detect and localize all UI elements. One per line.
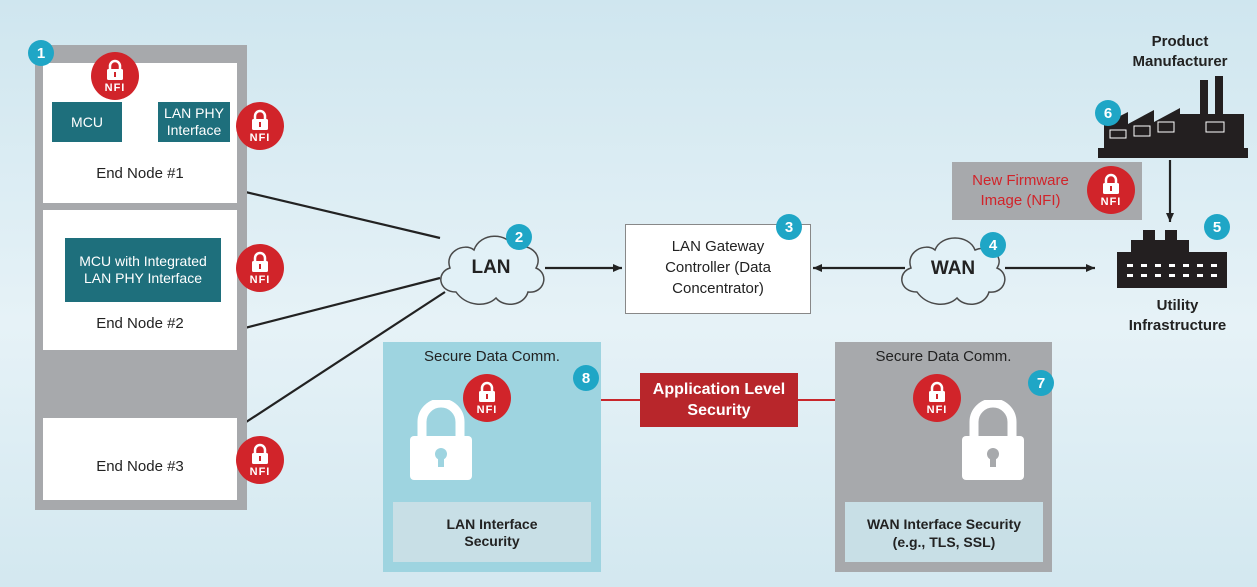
gateway-label: LAN Gateway Controller (Data Concentrato… [665,238,771,297]
number-badge-8: 8 [573,365,599,391]
new-firmware-label: New Firmware Image (NFI) [972,172,1069,209]
lan-padlock-icon [410,400,472,480]
nfi-badge-wan-secure: NFI [913,374,961,422]
wan-label: WAN [930,258,976,279]
nfi-badge-node3: NFI [236,436,284,484]
nfi-badge-node1-phy: NFI [236,102,284,150]
lock-icon [252,109,268,130]
factory-icon [1098,76,1248,158]
lan-label: LAN [471,257,511,278]
end-node-3-label: End Node #3 [96,458,184,475]
lock-icon [252,443,268,464]
lock-icon [107,59,123,80]
secure-comm-wan-title: Secure Data Comm. [875,348,1012,365]
nfi-badge-firmware: NFI [1087,166,1135,214]
number-badge-3: 3 [776,214,802,240]
lock-icon [929,381,945,402]
application-level-security-box: Application Level Security [640,373,798,427]
mcu-block: MCU [52,102,122,142]
wan-interface-security-box [845,502,1043,562]
secure-comm-lan-title: Secure Data Comm. [424,348,560,365]
nfi-badge-node1-mcu: NFI [91,52,139,100]
number-badge-4: 4 [980,232,1006,258]
number-badge-1: 1 [28,40,54,66]
lan-phy-block: LAN PHY Interface [158,102,230,142]
end-node-2-label: End Node #2 [96,315,184,332]
utility-building-icon [1117,230,1227,288]
mcu-integrated-block: MCU with Integrated LAN PHY Interface [65,238,221,302]
lan-interface-security-label: LAN Interface Security [446,516,538,549]
number-badge-7: 7 [1028,370,1054,396]
end-node-1-label: End Node #1 [96,165,184,182]
lock-icon [479,381,495,402]
lan-interface-security-box [393,502,591,562]
number-badge-2: 2 [506,224,532,250]
lock-icon [252,251,268,272]
wan-interface-security-label: WAN Interface Security (e.g., TLS, SSL) [866,516,1022,550]
gateway-box [625,224,811,314]
number-badge-5: 5 [1204,214,1230,240]
arrow-lan-node2 [236,276,441,332]
number-badge-6: 6 [1095,100,1121,126]
wan-padlock-icon [962,400,1024,480]
lan-cloud-icon [440,235,545,305]
product-manufacturer-label: Product Manufacturer [1132,33,1228,70]
lock-icon [1103,173,1119,194]
end-node-3-box [43,418,237,500]
utility-infrastructure-label: Utility Infrastructure [1128,297,1227,334]
arrow-lan-node1 [236,188,441,240]
arrow-lan-node3 [236,291,446,429]
nfi-badge-lan-secure: NFI [463,374,511,422]
nfi-badge-node2: NFI [236,244,284,292]
